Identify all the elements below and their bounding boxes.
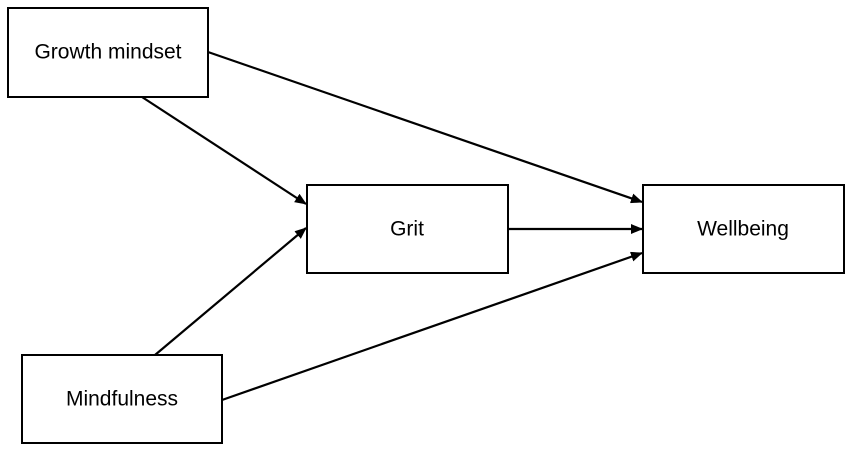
node-grit: Grit (306, 184, 509, 274)
node-growth-mindset-box (7, 7, 209, 98)
node-grit-box (306, 184, 509, 274)
node-mindfulness-label: Mindfulness (66, 388, 178, 411)
edges (141, 50, 643, 402)
node-growth-mindset-label: Growth mindset (34, 41, 181, 64)
node-growth-mindset: Growth mindset (7, 7, 209, 98)
node-mindfulness-box (21, 354, 223, 444)
edge-mindfulness-to-wellbeing (221, 251, 643, 402)
edge-mindfulness-to-grit (154, 227, 307, 356)
node-mindfulness: Mindfulness (21, 354, 223, 444)
node-wellbeing-box (642, 184, 845, 274)
edge-growth-mindset-to-wellbeing (207, 50, 643, 204)
node-grit-label: Grit (390, 218, 424, 241)
edge-growth-mindset-to-grit (141, 96, 307, 205)
node-wellbeing: Wellbeing (642, 184, 845, 274)
node-wellbeing-label: Wellbeing (697, 218, 789, 241)
